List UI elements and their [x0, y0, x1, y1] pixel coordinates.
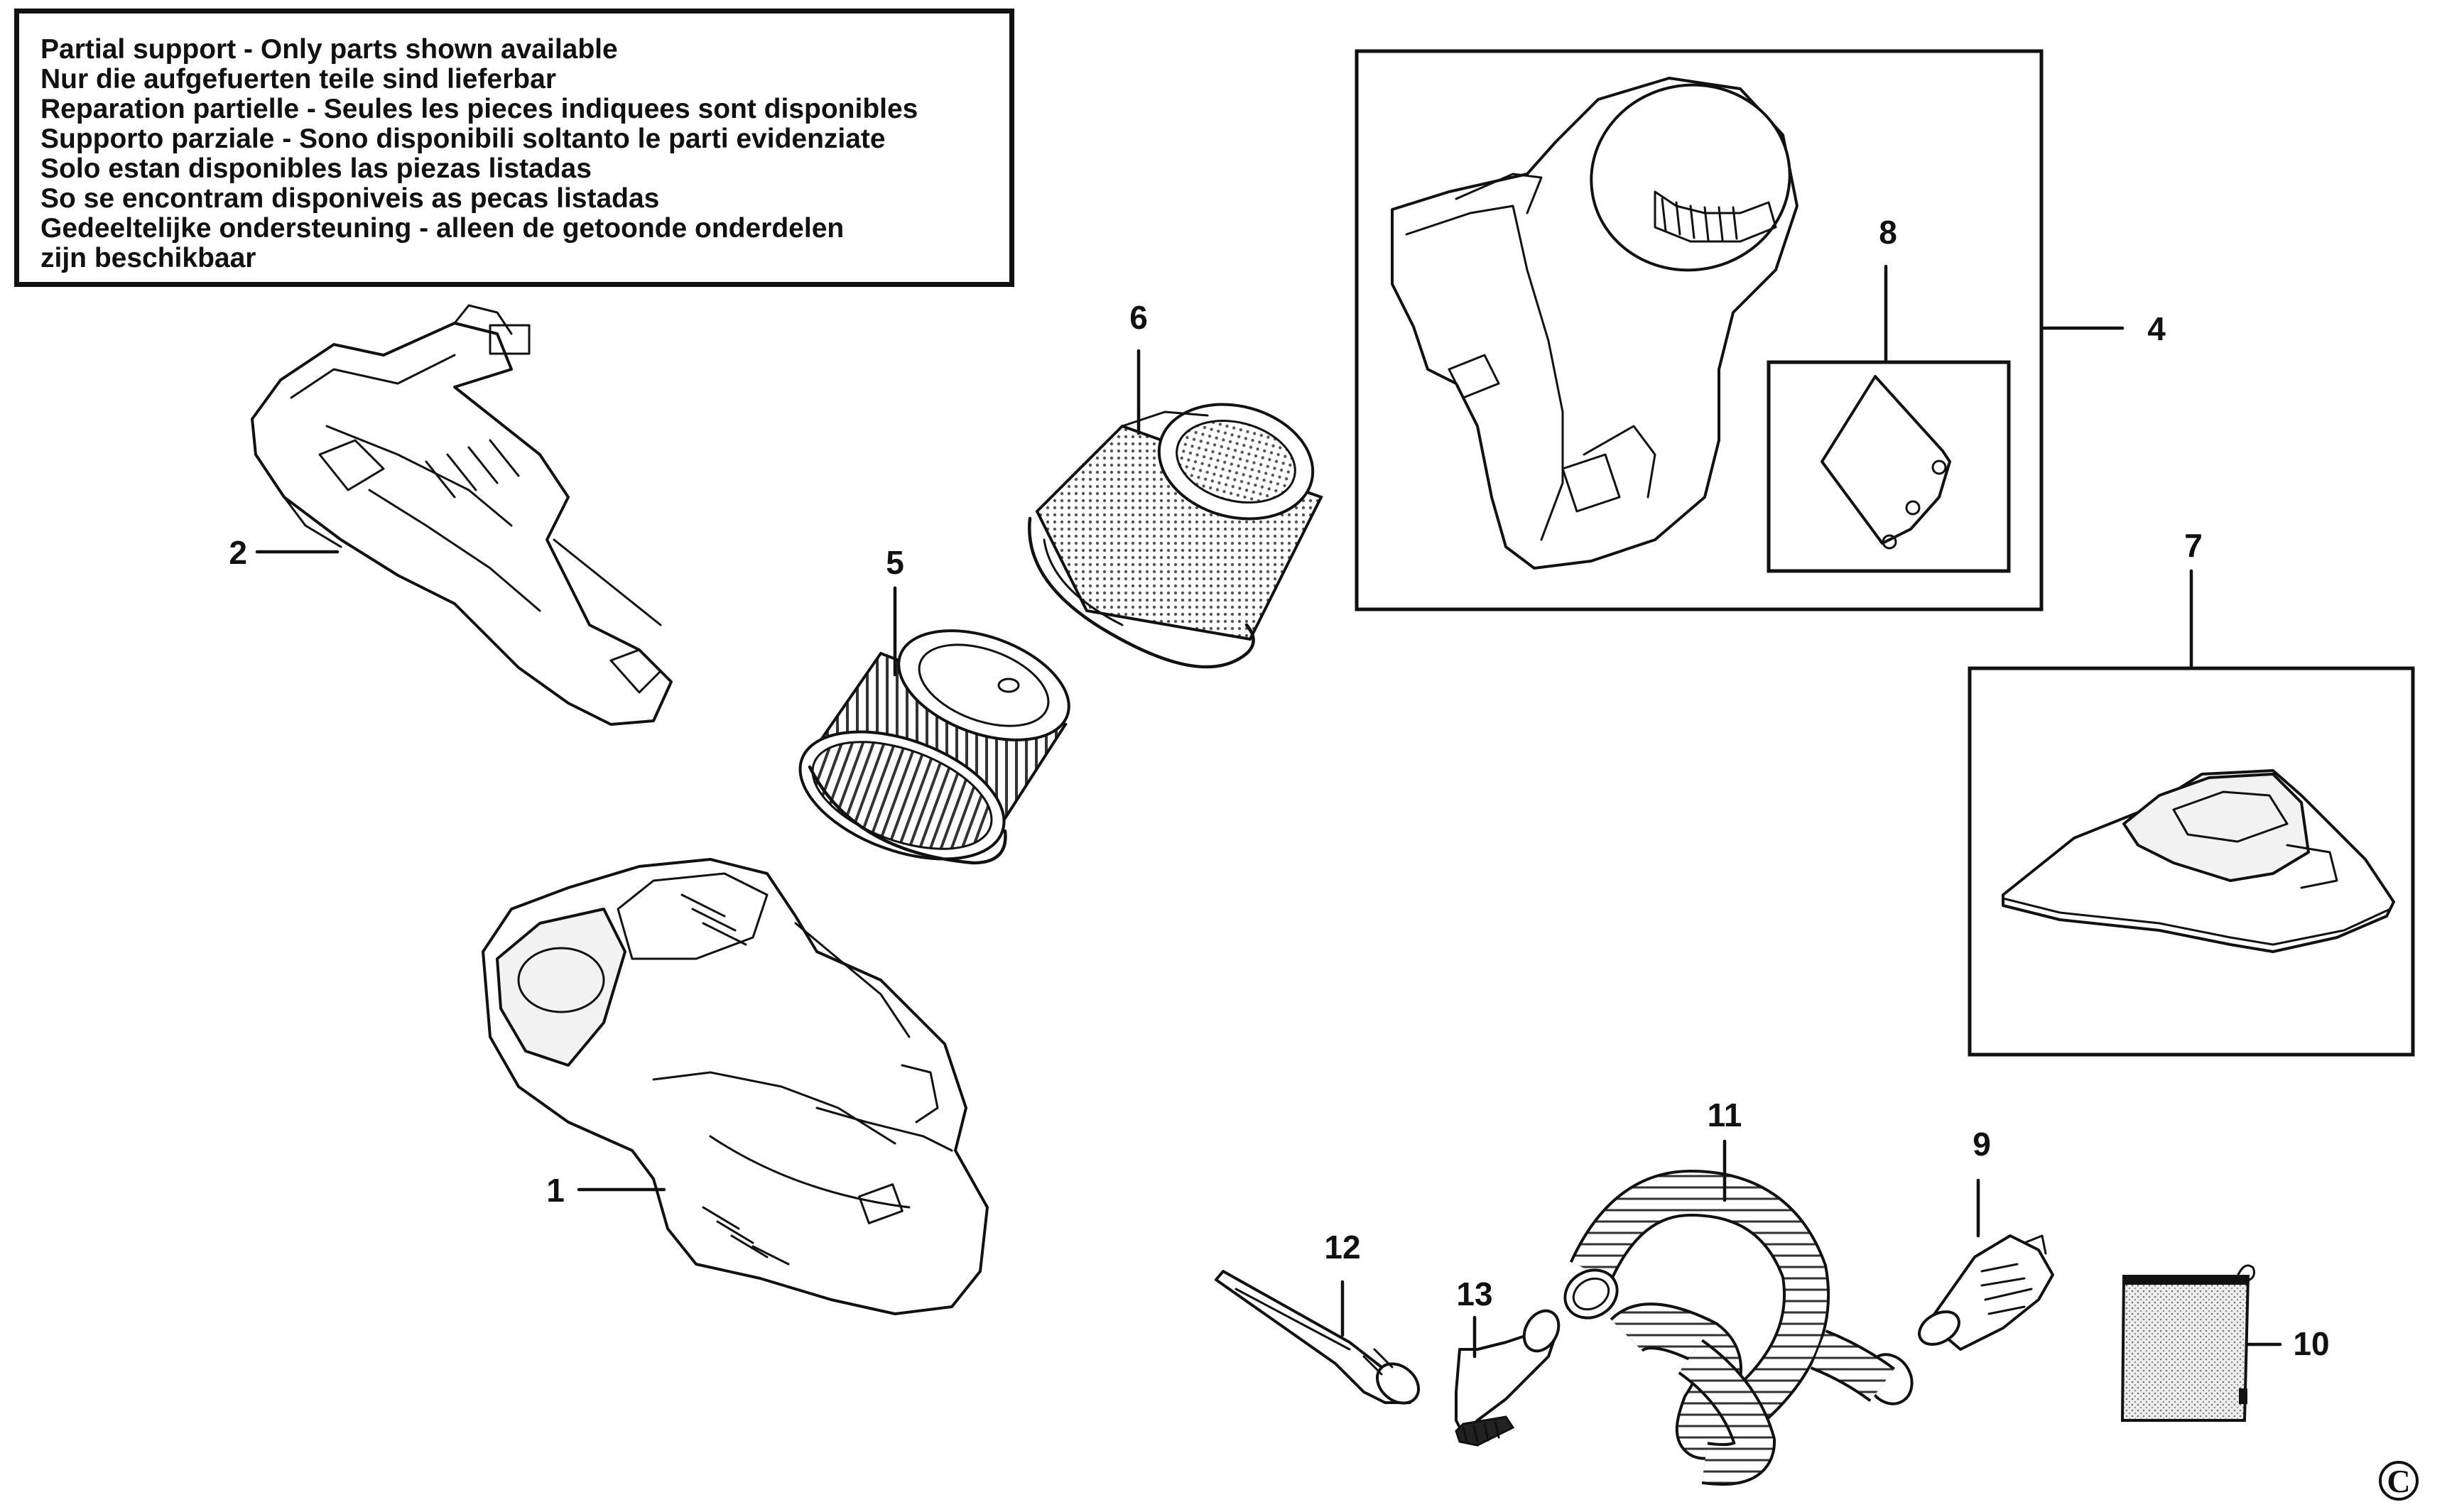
copyright-symbol: C	[2379, 1461, 2419, 1501]
notice-line: zijn beschikbaar	[40, 243, 256, 273]
part-8-frame	[1767, 360, 2011, 573]
part-10-storage-bag	[2120, 1264, 2255, 1422]
part-number-7: 7	[2184, 527, 2203, 564]
part-7-charging-base	[2002, 769, 2395, 953]
part-4-dirt-bowl	[1391, 77, 1798, 570]
part-11-flexible-hose	[1563, 1169, 1914, 1486]
part-number-10: 10	[2293, 1325, 2329, 1362]
part-number-2: 2	[229, 534, 247, 571]
part-8-filter-plate	[1821, 375, 1951, 550]
part-number-13: 13	[1456, 1276, 1492, 1312]
part-2-upper-housing	[251, 304, 673, 726]
part-number-12: 12	[1324, 1229, 1360, 1266]
partial-support-notice: Partial support - Only parts shown avail…	[14, 9, 1014, 287]
part-number-6: 6	[1129, 299, 1148, 336]
part-number-1: 1	[546, 1172, 565, 1209]
part-number-9: 9	[1973, 1126, 1991, 1163]
notice-line: Partial support - Only parts shown avail…	[40, 34, 618, 65]
notice-line: Solo estan disponibles las piezas listad…	[40, 153, 592, 184]
part-number-4: 4	[2147, 310, 2166, 347]
part-13-brush-tool	[1455, 1309, 1561, 1447]
part-12-crevice-tool	[1215, 1270, 1420, 1405]
part-number-8: 8	[1879, 214, 1897, 251]
notice-line: Supporto parziale - Sono disponibili sol…	[40, 124, 886, 154]
part-5-pleated-filter	[798, 629, 1070, 865]
part-9-nozzle-adapter	[1918, 1234, 2054, 1351]
notice-line: So se encontram disponiveis as pecas lis…	[40, 183, 660, 214]
part-number-5: 5	[886, 544, 904, 581]
part-number-11: 11	[1708, 1097, 1742, 1133]
notice-line: Gedeeltelijke ondersteuning - alleen de …	[40, 213, 845, 244]
part-1-main-body	[482, 858, 989, 1315]
callout-leaders	[255, 264, 2282, 1359]
notice-line: Nur die aufgefuerten teile sind lieferba…	[40, 64, 556, 94]
part-6-mesh-prefilter	[1027, 403, 1323, 669]
notice-line: Reparation partielle - Seules les pieces…	[40, 94, 918, 124]
part-4-frame	[1355, 49, 2044, 611]
copyright-letter: C	[2387, 1463, 2410, 1499]
